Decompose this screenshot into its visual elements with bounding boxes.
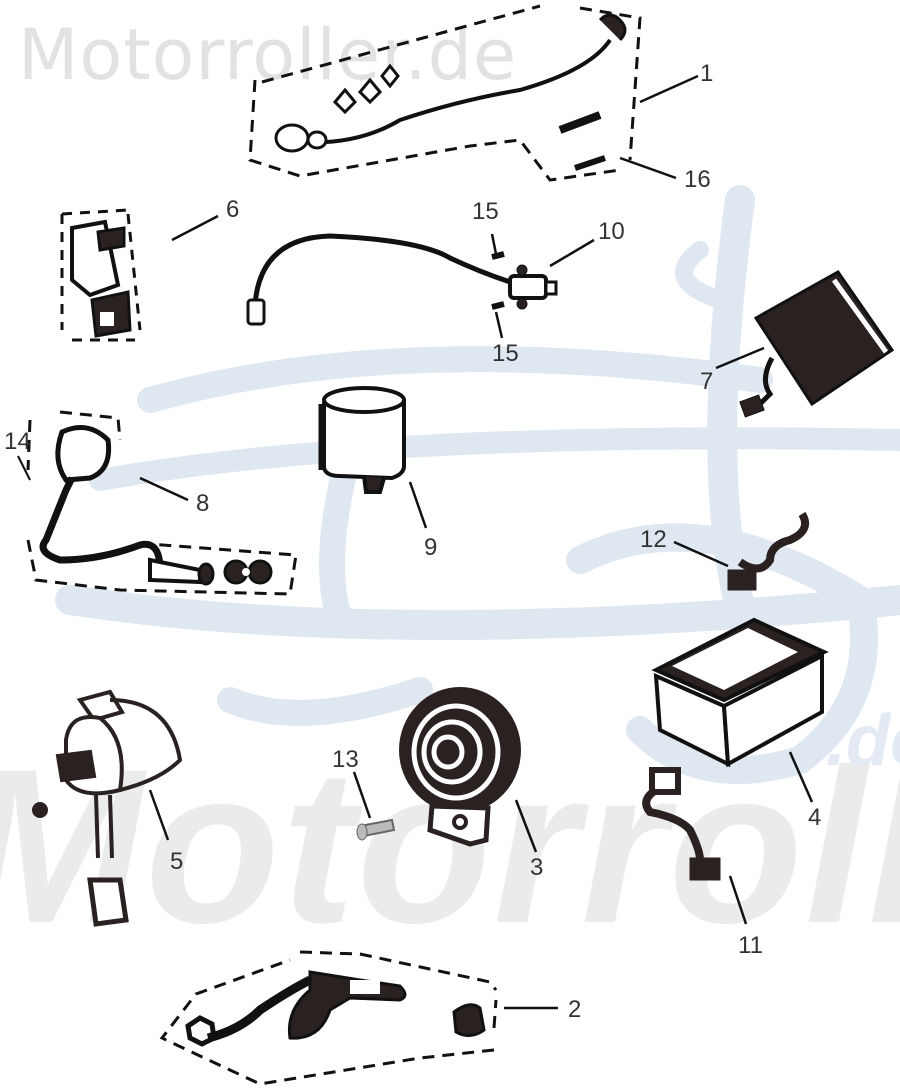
callout-label-4: 4 xyxy=(808,804,822,831)
leader-line-5 xyxy=(148,789,170,841)
leader-line-15-upper xyxy=(490,233,498,255)
relay-set-drawing xyxy=(60,208,142,342)
callout-label-1: 1 xyxy=(700,60,714,87)
flasher-relay-drawing xyxy=(318,386,406,494)
callout-label-3: 3 xyxy=(530,854,544,881)
leader-line-14 xyxy=(17,455,31,481)
horn-drawing xyxy=(399,687,521,847)
leader-line-10 xyxy=(549,238,595,268)
leader-line-8 xyxy=(139,476,189,502)
callout-label-15-lower: 15 xyxy=(492,340,519,367)
callout-label-12: 12 xyxy=(640,526,667,553)
brake-light-switch-drawing xyxy=(246,233,558,326)
leader-line-6 xyxy=(171,214,219,242)
leader-line-15-lower xyxy=(494,311,504,339)
leader-line-9 xyxy=(408,481,428,529)
starter-relay-drawing xyxy=(32,689,183,927)
cdi-unit-drawing xyxy=(739,270,895,418)
ignition-switch-drawing xyxy=(159,950,498,1086)
callout-label-14: 14 xyxy=(4,428,31,455)
callout-label-2: 2 xyxy=(568,996,582,1023)
leader-line-13 xyxy=(352,771,372,819)
callout-label-6: 6 xyxy=(226,196,240,223)
ignition-coil-drawing xyxy=(26,410,298,596)
callout-label-11: 11 xyxy=(738,932,763,959)
leader-line-7 xyxy=(715,346,765,370)
battery-cable-negative-drawing xyxy=(642,767,721,881)
callout-label-16: 16 xyxy=(684,166,711,193)
watermark-top-text: Motorroller.de xyxy=(18,14,518,96)
wiring-harness-drawing xyxy=(248,4,642,182)
callout-label-9: 9 xyxy=(424,534,438,561)
leader-line-11 xyxy=(728,875,748,925)
leader-line-4 xyxy=(788,751,814,803)
callout-label-13: 13 xyxy=(332,746,359,773)
callout-label-15-upper: 15 xyxy=(472,198,499,225)
battery-cable-positive-drawing xyxy=(727,511,809,591)
battery-drawing xyxy=(651,617,829,768)
callout-label-8: 8 xyxy=(196,490,210,517)
leader-line-12 xyxy=(673,540,729,568)
callout-label-7: 7 xyxy=(700,368,714,395)
leader-line-1 xyxy=(639,74,699,104)
bolt-drawing xyxy=(356,818,396,841)
leader-line-16 xyxy=(619,156,677,180)
leader-line-3 xyxy=(514,799,538,853)
scooter-logo-watermark xyxy=(55,185,900,784)
callout-label-5: 5 xyxy=(170,848,184,875)
callout-label-10: 10 xyxy=(598,218,625,245)
